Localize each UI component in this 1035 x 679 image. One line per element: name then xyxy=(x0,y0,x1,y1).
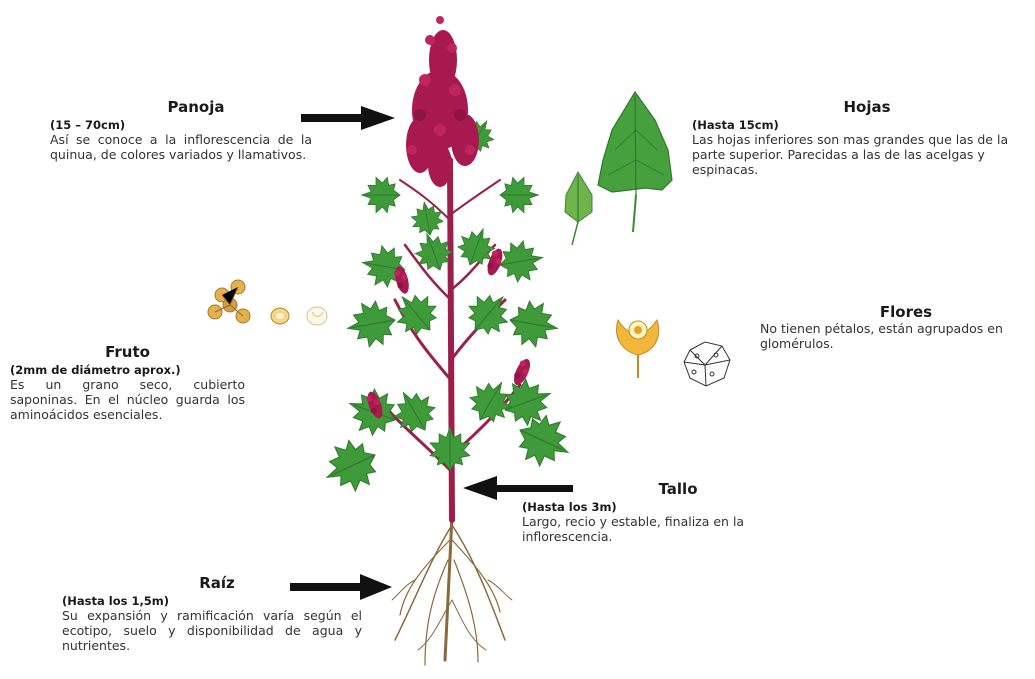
title-raiz: Raíz xyxy=(62,574,362,592)
size-tallo: (Hasta los 3m) xyxy=(522,500,804,514)
label-panoja: Panoja (15 – 70cm) Así se conoce a la in… xyxy=(50,98,312,162)
arrow-panoja xyxy=(301,106,395,130)
label-raiz: Raíz (Hasta los 1,5m) Su expansión y ram… xyxy=(62,574,362,653)
size-panoja: (15 – 70cm) xyxy=(50,118,312,132)
label-hojas: Hojas (Hasta 15cm) Las hojas inferiores … xyxy=(692,98,1032,177)
text-fruto: Es un grano seco, cubierto saponinas. En… xyxy=(10,377,245,422)
size-fruto: (2mm de diámetro aprox.) xyxy=(10,363,245,377)
title-hojas: Hojas xyxy=(692,98,1032,116)
label-fruto: Fruto (2mm de diámetro aprox.) Es un gra… xyxy=(10,343,245,422)
label-flores: Flores No tienen pétalos, están agrupado… xyxy=(760,303,1032,351)
size-hojas: (Hasta 15cm) xyxy=(692,118,1032,132)
flower-illustration xyxy=(616,320,730,386)
title-fruto: Fruto xyxy=(10,343,245,361)
text-tallo: Largo, recio y estable, finaliza en la i… xyxy=(522,514,804,544)
title-flores: Flores xyxy=(760,303,1032,321)
seed-illustration xyxy=(208,280,327,325)
leaf-illustration xyxy=(565,92,672,245)
roots xyxy=(392,515,512,665)
title-tallo: Tallo xyxy=(522,480,804,498)
panicle xyxy=(406,16,479,187)
text-raiz: Su expansión y ramificación varía según … xyxy=(62,608,362,653)
title-panoja: Panoja xyxy=(50,98,312,116)
text-flores: No tienen pétalos, están agrupados en gl… xyxy=(760,321,1032,351)
label-tallo: Tallo (Hasta los 3m) Largo, recio y esta… xyxy=(522,480,804,544)
text-panoja: Así se conoce a la inflorescencia de la … xyxy=(50,132,312,162)
text-hojas: Las hojas inferiores son mas grandes que… xyxy=(692,132,1032,177)
size-raiz: (Hasta los 1,5m) xyxy=(62,594,362,608)
